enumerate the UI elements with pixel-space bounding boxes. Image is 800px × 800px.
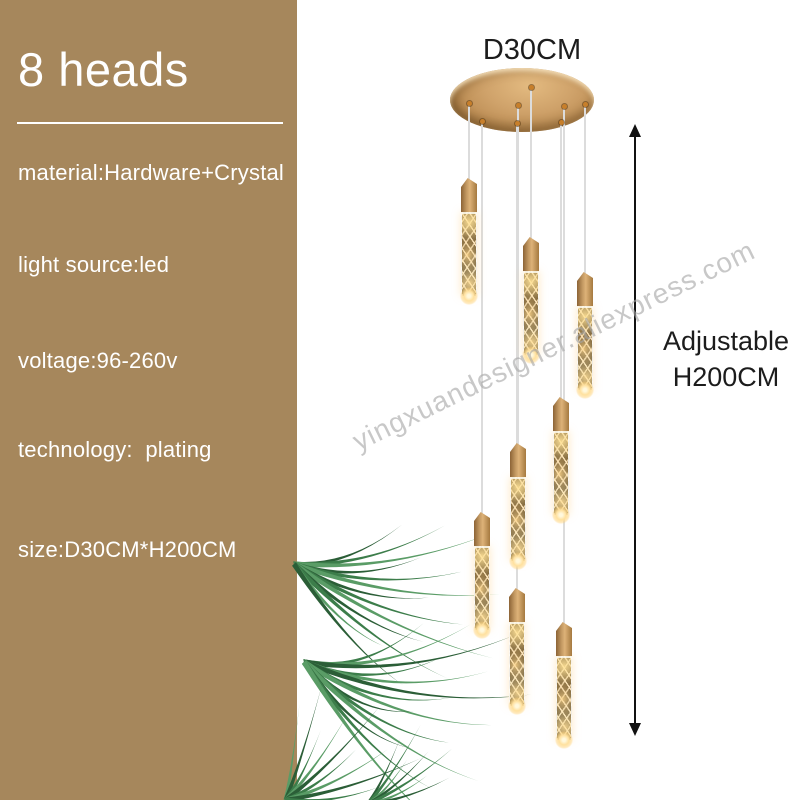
suspension-wire	[517, 105, 519, 449]
tube-crystal-section	[556, 656, 572, 740]
arrow-down-head	[629, 723, 641, 736]
palm-leaf-blade	[293, 525, 445, 567]
spec-material: material:Hardware+Crystal	[18, 160, 285, 185]
wire-attachment-dot	[558, 119, 564, 125]
height-dimension-arrow	[629, 124, 641, 736]
glow-orb	[460, 287, 478, 305]
diameter-label: D30CM	[482, 34, 582, 66]
glow-orb	[509, 552, 527, 570]
pendant-tube	[552, 397, 570, 524]
palm-leaf-blade	[303, 656, 444, 676]
wire-attachment-dot	[528, 84, 534, 90]
suspension-wire	[530, 87, 532, 243]
glow-orb	[508, 697, 526, 715]
palm-leaf-blade	[285, 786, 380, 800]
palm-leaf-blade	[303, 659, 532, 699]
suspension-wire	[516, 123, 518, 594]
palm-leaf-blade	[293, 534, 489, 568]
heads-count-title: 8 heads	[18, 43, 189, 96]
pendant-tube	[509, 443, 527, 570]
glow-orb	[576, 381, 594, 399]
palm-leaf-blade	[303, 633, 519, 669]
palm-leaf-blade	[372, 748, 453, 800]
palm-leaf-blade	[292, 562, 385, 647]
tube-crystal-section	[461, 212, 477, 296]
spec-technology: technology: plating	[18, 437, 212, 462]
glow-orb	[522, 346, 540, 364]
glow-orb	[473, 621, 491, 639]
palm-leaf-blade	[303, 624, 471, 667]
spec-voltage: voltage:96-260v	[18, 348, 178, 373]
spec-size: size:D30CM*H200CM	[18, 537, 237, 562]
tube-gold-section	[461, 178, 477, 212]
wire-attachment-dot	[514, 120, 520, 126]
palm-leaf-blade	[285, 758, 421, 800]
spec-light-source: light source:led	[18, 252, 170, 277]
tube-crystal-section	[523, 271, 539, 355]
pendant-tube	[508, 588, 526, 715]
ceiling-plate	[450, 68, 594, 132]
pendant-tube	[522, 237, 540, 364]
divider-line	[17, 122, 283, 124]
tube-gold-section	[577, 272, 593, 306]
palm-leaf-blade	[293, 561, 430, 599]
palm-leaf-blade	[301, 660, 411, 800]
suspension-wire	[468, 103, 470, 184]
wire-attachment-dot	[479, 118, 485, 124]
adjustable-text: Adjustable	[662, 326, 790, 356]
tube-crystal-section	[474, 546, 490, 630]
suspension-wire	[563, 106, 565, 628]
tube-crystal-section	[577, 306, 593, 390]
tube-crystal-section	[510, 477, 526, 561]
pendant-tube	[460, 178, 478, 305]
wire-attachment-dot	[582, 101, 588, 107]
suspension-wire	[584, 104, 586, 278]
palm-leaf-blade	[303, 623, 424, 667]
wire-attachment-dot	[466, 100, 472, 106]
tube-gold-section	[553, 397, 569, 431]
tube-crystal-section	[509, 622, 525, 706]
tube-gold-section	[474, 512, 490, 546]
tube-gold-section	[510, 443, 526, 477]
palm-leaves-decoration	[283, 524, 532, 800]
tube-gold-section	[556, 622, 572, 656]
height-value: H200CM	[672, 361, 780, 392]
palm-leaf-blade	[302, 659, 415, 712]
glow-orb	[552, 506, 570, 524]
tube-gold-section	[509, 588, 525, 622]
suspension-wire	[481, 121, 483, 518]
spec-panel: 8 heads material:Hardware+Crystal light …	[0, 0, 297, 800]
adjustable-height-label: Adjustable H200CM	[650, 324, 800, 395]
pendant-tube	[473, 512, 491, 639]
glow-orb	[555, 731, 573, 749]
tube-gold-section	[523, 237, 539, 271]
palm-leaf-blade	[293, 561, 501, 596]
arrow-line	[634, 126, 636, 734]
wire-attachment-dot	[515, 102, 521, 108]
wire-attachment-dot	[561, 103, 567, 109]
palm-leaf-blade	[293, 557, 421, 574]
arrow-up-head	[629, 124, 641, 137]
palm-leaf-blade	[292, 562, 404, 686]
pendant-tube	[576, 272, 594, 399]
pendant-tube	[555, 622, 573, 749]
suspension-wire	[560, 122, 562, 403]
tube-crystal-section	[553, 431, 569, 515]
